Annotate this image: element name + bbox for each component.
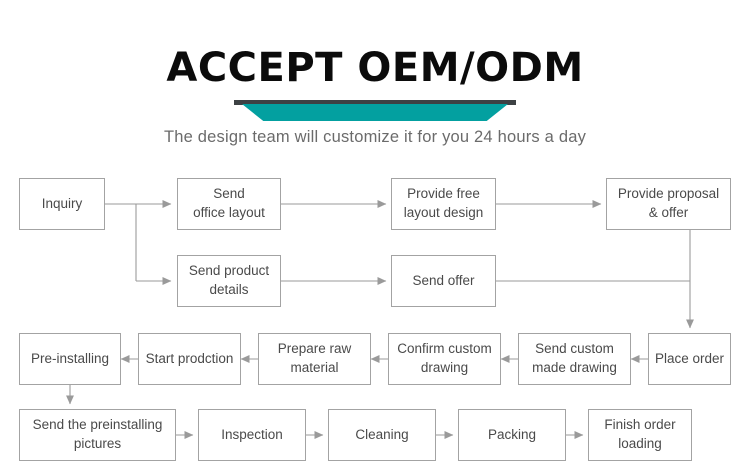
- flow-node-packing[interactable]: Packing: [458, 409, 566, 461]
- flow-node-inquiry[interactable]: Inquiry: [19, 178, 105, 230]
- flow-node-send-office-layout[interactable]: Send office layout: [177, 178, 281, 230]
- flow-node-confirm-custom-drawing[interactable]: Confirm custom drawing: [388, 333, 501, 385]
- flow-node-send-preinstalling-pictures[interactable]: Send the preinstalling pictures: [19, 409, 176, 461]
- flow-node-place-order[interactable]: Place order: [648, 333, 731, 385]
- flow-node-provide-proposal-offer[interactable]: Provide proposal & offer: [606, 178, 731, 230]
- divider-accent-trapezoid: [242, 104, 508, 121]
- flow-node-start-prodction[interactable]: Start prodction: [138, 333, 241, 385]
- page-subtitle: The design team will customize it for yo…: [163, 128, 587, 146]
- flow-node-send-custom-made-drawing[interactable]: Send custom made drawing: [518, 333, 631, 385]
- flow-node-inspection[interactable]: Inspection: [198, 409, 306, 461]
- title-divider: [234, 100, 516, 122]
- divider-bar: [234, 100, 516, 105]
- flow-node-send-product-details[interactable]: Send product details: [177, 255, 281, 307]
- flow-node-send-offer[interactable]: Send offer: [391, 255, 496, 307]
- flow-node-provide-free-layout-design[interactable]: Provide free layout design: [391, 178, 496, 230]
- flow-node-prepare-raw-material[interactable]: Prepare raw material: [258, 333, 371, 385]
- flow-node-pre-installing[interactable]: Pre-installing: [19, 333, 121, 385]
- flow-node-finish-order-loading[interactable]: Finish order loading: [588, 409, 692, 461]
- page-title: ACCEPT OEM/ODM: [166, 45, 584, 91]
- flow-node-cleaning[interactable]: Cleaning: [328, 409, 436, 461]
